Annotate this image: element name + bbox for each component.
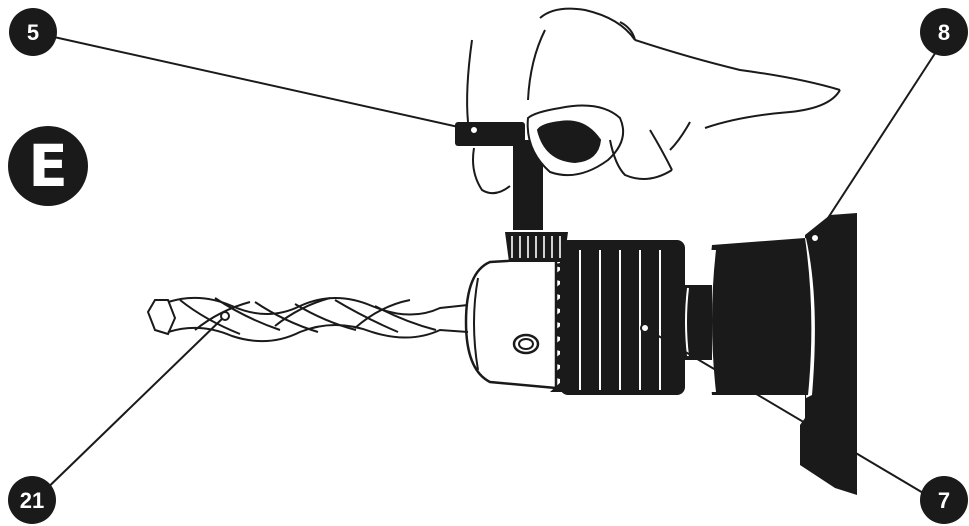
- leader-dot-21: [220, 311, 230, 321]
- leader-line-8: [814, 37, 946, 239]
- callout-badge-21: 21: [8, 476, 56, 524]
- callout-label-21: 21: [20, 488, 44, 513]
- callout-badge-5: 5: [9, 8, 57, 56]
- keyed-chuck: [550, 240, 685, 395]
- leader-dot-7: [640, 323, 650, 333]
- chuck-collar: [680, 285, 712, 360]
- leader-line-7: [644, 327, 936, 501]
- leader-line-5: [44, 34, 473, 131]
- hand-illustration: [466, 7, 841, 230]
- chuck-nose: [464, 256, 558, 390]
- section-badge: E: [8, 126, 88, 206]
- callout-badge-7: 7: [920, 476, 968, 524]
- leader-dot-5: [469, 125, 479, 135]
- leader-dot-8: [810, 233, 820, 243]
- callout-label-5: 5: [27, 20, 39, 45]
- callout-label-7: 7: [938, 488, 950, 513]
- callout-label-8: 8: [938, 20, 950, 45]
- section-letter: E: [28, 132, 68, 200]
- leader-line-21: [34, 315, 226, 501]
- drill-bit: [146, 296, 469, 343]
- drill-housing: [705, 213, 857, 495]
- leader-lines: [34, 34, 946, 501]
- callout-badge-8: 8: [920, 8, 968, 56]
